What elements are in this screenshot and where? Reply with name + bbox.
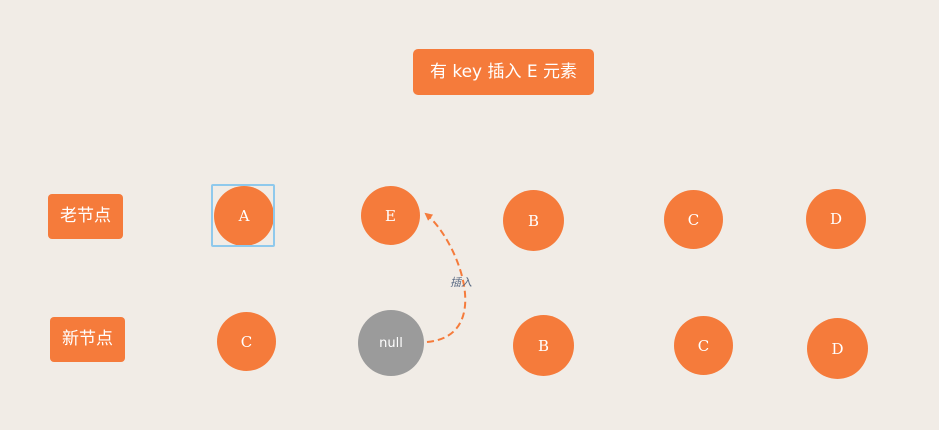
old-node-a[interactable]: A — [214, 186, 274, 246]
old-nodes-label: 老节点 — [48, 194, 123, 239]
old-node-e[interactable]: E — [361, 186, 420, 245]
new-nodes-label: 新节点 — [50, 317, 125, 362]
old-node-c[interactable]: C — [664, 190, 723, 249]
new-node-c-2[interactable]: C — [674, 316, 733, 375]
new-node-b[interactable]: B — [513, 315, 574, 376]
old-node-b[interactable]: B — [503, 190, 564, 251]
selection-box — [211, 184, 275, 247]
new-node-d[interactable]: D — [807, 318, 868, 379]
insert-arrow — [424, 212, 467, 343]
old-node-d[interactable]: D — [806, 189, 866, 249]
insert-edge-label: 插入 — [450, 276, 472, 289]
diagram-title: 有 key 插入 E 元素 — [413, 49, 594, 95]
new-node-null[interactable]: null — [358, 310, 424, 376]
new-node-c[interactable]: C — [217, 312, 276, 371]
